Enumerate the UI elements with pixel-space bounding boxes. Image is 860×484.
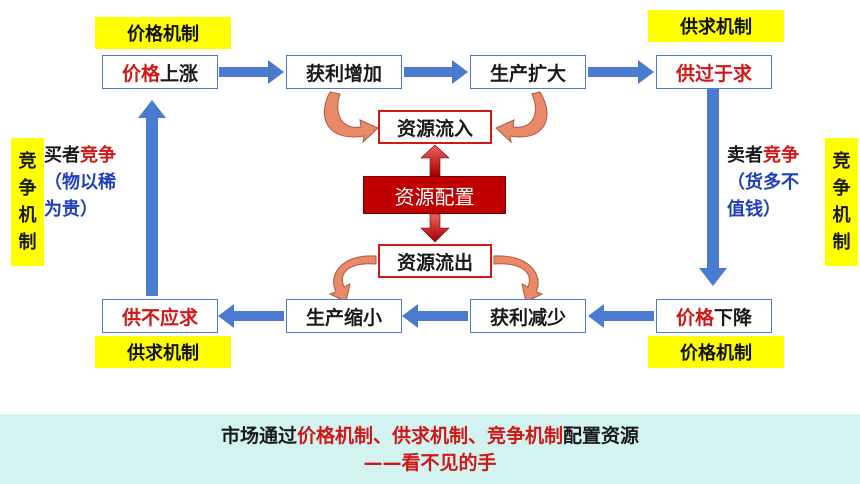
arrow-bottom-2 <box>402 304 468 328</box>
footer-invisible-hand: 看不见的手 <box>401 452 497 474</box>
label-supply-demand-mechanism-bottom: 供求机制 <box>95 336 231 368</box>
right-vchar-1: 竞 <box>832 151 851 172</box>
arrow-top-1 <box>219 60 284 84</box>
arrow-bottom-3 <box>218 304 284 328</box>
arrow-right-down <box>699 88 727 286</box>
box-production-shrink: 生产缩小 <box>286 299 402 333</box>
right-competition-mechanism-label: 竞 争 机 制 <box>825 138 858 266</box>
box-price-fall: 价格下降 <box>656 299 772 333</box>
arrow-left-up <box>138 100 166 296</box>
arrow-top-3 <box>588 60 654 84</box>
right-line1-red: 竞争 <box>763 145 799 166</box>
footer-competition-mechanism: 竞争机制 <box>487 425 564 447</box>
left-line3: 为贵） <box>44 199 98 220</box>
footer-pre: 市场通过 <box>220 425 297 447</box>
label-price-mechanism-bottom: 价格机制 <box>648 336 784 368</box>
right-vchar-4: 制 <box>832 232 851 253</box>
right-seller-competition-text: 卖者竞争 （货多不 值钱） <box>727 142 825 223</box>
price-rise-black: 上涨 <box>160 62 199 85</box>
footer-line2: ——看不见的手 <box>0 450 860 476</box>
curved-arrow-lower-right <box>493 255 544 303</box>
curved-arrow-lower-left <box>328 255 377 303</box>
box-supply-short: 供不应求 <box>102 299 218 333</box>
box-production-expand: 生产扩大 <box>470 55 586 89</box>
box-profit-decrease: 获利减少 <box>470 299 586 333</box>
footer-post: 配置资源 <box>563 425 640 447</box>
box-profit-increase: 获利增加 <box>286 55 402 89</box>
box-resource-inflow: 资源流入 <box>378 110 492 144</box>
footer-supply-demand-mechanism: 供求机制 <box>391 425 468 447</box>
footer-dash: —— <box>363 452 402 474</box>
price-fall-black: 下降 <box>714 306 753 329</box>
footer-price-mechanism: 价格机制 <box>296 425 373 447</box>
right-line1-black: 卖者 <box>727 145 763 166</box>
arrow-center-down <box>420 213 450 243</box>
curved-arrow-upper-right <box>495 91 548 144</box>
footer-sep1: 、 <box>372 425 392 447</box>
footer-summary: 市场通过价格机制、供求机制、竞争机制配置资源 ——看不见的手 <box>0 414 860 484</box>
box-resource-allocation: 资源配置 <box>363 176 506 214</box>
left-line1-red: 竞争 <box>80 145 116 166</box>
footer-sep2: 、 <box>468 425 488 447</box>
right-vchar-3: 机 <box>832 205 851 226</box>
left-vchar-2: 争 <box>18 178 37 199</box>
left-competition-mechanism-label: 竞 争 机 制 <box>11 138 44 266</box>
label-price-mechanism-top: 价格机制 <box>95 17 231 49</box>
arrow-top-2 <box>404 60 468 84</box>
left-vchar-4: 制 <box>18 232 37 253</box>
left-vchar-3: 机 <box>18 205 37 226</box>
price-rise-red: 价格 <box>121 62 160 85</box>
arrow-bottom-1 <box>588 304 654 328</box>
box-price-rise: 价格上涨 <box>102 55 218 89</box>
left-vchar-1: 竞 <box>18 151 37 172</box>
right-line3: 值钱） <box>727 199 781 220</box>
curved-arrow-upper-left <box>323 91 379 144</box>
left-buyer-competition-text: 买者竞争 （物以稀 为贵） <box>44 142 142 223</box>
box-supply-exceeds-demand: 供过于求 <box>656 55 772 89</box>
box-resource-outflow: 资源流出 <box>378 244 492 278</box>
label-supply-demand-mechanism-top: 供求机制 <box>648 10 784 42</box>
left-line2: （物以稀 <box>44 172 116 193</box>
price-fall-red: 价格 <box>675 306 714 329</box>
left-line1-black: 买者 <box>44 145 80 166</box>
footer-line1: 市场通过价格机制、供求机制、竞争机制配置资源 <box>0 422 860 450</box>
right-vchar-2: 争 <box>832 178 851 199</box>
arrow-center-up <box>420 144 450 177</box>
right-line2: （货多不 <box>727 172 799 193</box>
